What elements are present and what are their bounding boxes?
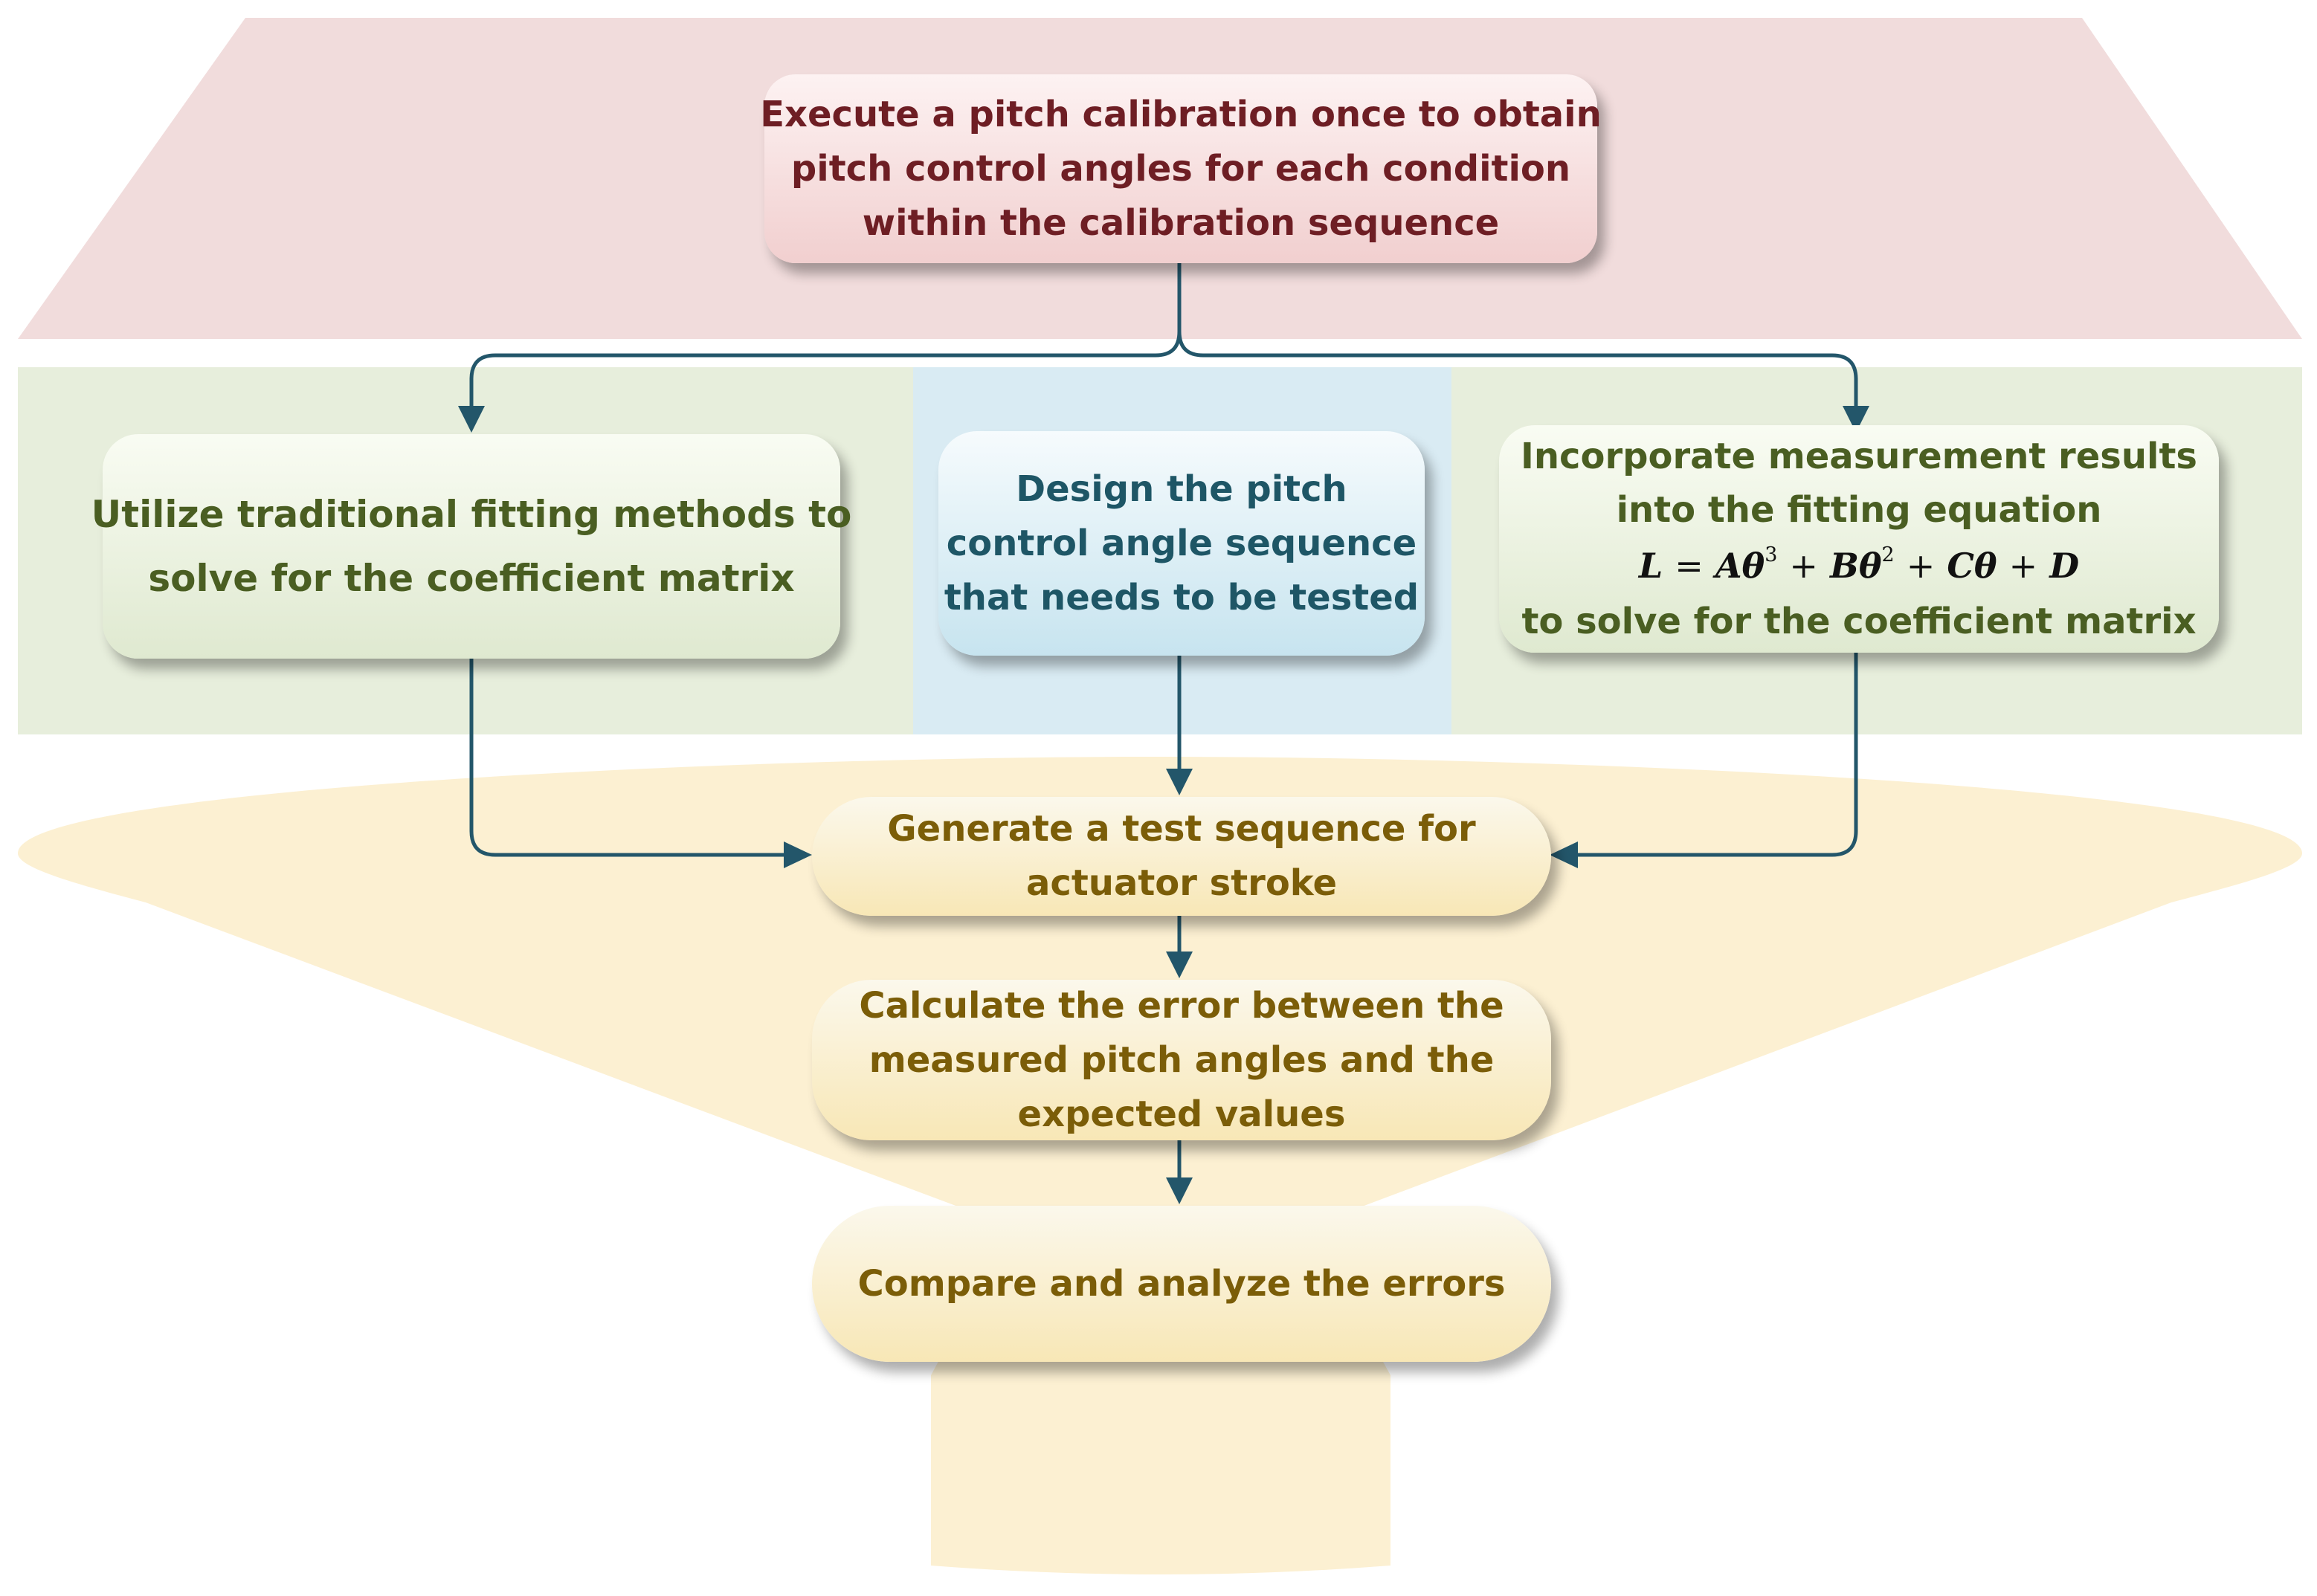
design-sequence-line-1: Design the pitch xyxy=(1016,468,1347,510)
calculate-error-line-2: measured pitch angles and the xyxy=(869,1038,1495,1081)
fitting-equation: L = Aθ3 + Bθ2 + Cθ + D xyxy=(1639,537,2079,595)
incorporate-results-box: Incorporate measurement results into the… xyxy=(1499,425,2219,653)
arrowhead-traditional xyxy=(458,406,485,433)
connector-calibration-right xyxy=(1177,331,1858,407)
equation-term-b: Bθ xyxy=(1829,546,1882,586)
calibration-step-line-3: within the calibration sequence xyxy=(862,201,1500,244)
connector-traditional-generate xyxy=(469,659,787,857)
connector-incorporate-generate xyxy=(1575,653,1858,857)
arrowhead-calculate xyxy=(1166,952,1193,978)
arrowhead-generate-left xyxy=(784,841,812,868)
equation-equals: = xyxy=(1675,546,1704,586)
equation-plus-3: + xyxy=(2008,546,2038,586)
traditional-fitting-line-1: Utilize traditional fitting methods to xyxy=(91,493,852,536)
arrowhead-generate-top xyxy=(1166,769,1193,795)
equation-term-a: Aθ xyxy=(1715,546,1765,586)
calibration-step-line-2: pitch control angles for each condition xyxy=(790,147,1571,190)
arrowhead-incorporate xyxy=(1843,406,1869,433)
incorporate-results-line-4: to solve for the coefficient matrix xyxy=(1521,601,2197,642)
connector-calibration-split xyxy=(469,263,1182,407)
calculate-error-line-3: expected values xyxy=(1017,1093,1346,1135)
design-sequence-box: Design the pitch control angle sequence … xyxy=(938,431,1425,656)
design-sequence-line-2: control angle sequence xyxy=(946,522,1417,564)
equation-exponent-3: 3 xyxy=(1765,543,1778,566)
incorporate-results-line-2: into the fitting equation xyxy=(1616,489,2102,531)
equation-exponent-2: 2 xyxy=(1881,543,1895,566)
traditional-fitting-box: Utilize traditional fitting methods to s… xyxy=(91,434,851,659)
calibration-step-box: Execute a pitch calibration once to obta… xyxy=(760,74,1602,263)
generate-sequence-line-2: actuator stroke xyxy=(1025,862,1337,904)
generate-sequence-line-1: Generate a test sequence for xyxy=(887,808,1476,850)
arrowhead-generate-right xyxy=(1550,841,1578,868)
equation-plus-2: + xyxy=(1906,546,1936,586)
calibration-step-line-1: Execute a pitch calibration once to obta… xyxy=(760,93,1602,135)
equation-term-d: D xyxy=(2049,546,2080,586)
equation-plus-1: + xyxy=(1789,546,1818,586)
equation-term-c: Cθ xyxy=(1947,546,1997,586)
compare-errors-box: Compare and analyze the errors xyxy=(812,1206,1551,1362)
compare-errors-line-1: Compare and analyze the errors xyxy=(857,1262,1506,1305)
equation-lhs: L xyxy=(1638,546,1663,586)
test-funnel xyxy=(18,757,2302,1574)
incorporate-results-line-1: Incorporate measurement results xyxy=(1520,436,2197,477)
generate-sequence-box: Generate a test sequence for actuator st… xyxy=(812,797,1551,916)
design-sequence-line-3: that needs to be tested xyxy=(944,576,1419,618)
arrowhead-compare xyxy=(1166,1177,1193,1204)
calculate-error-box: Calculate the error between the measured… xyxy=(812,980,1551,1140)
calculate-error-line-1: Calculate the error between the xyxy=(859,984,1504,1027)
traditional-fitting-line-2: solve for the coefficient matrix xyxy=(148,557,795,600)
